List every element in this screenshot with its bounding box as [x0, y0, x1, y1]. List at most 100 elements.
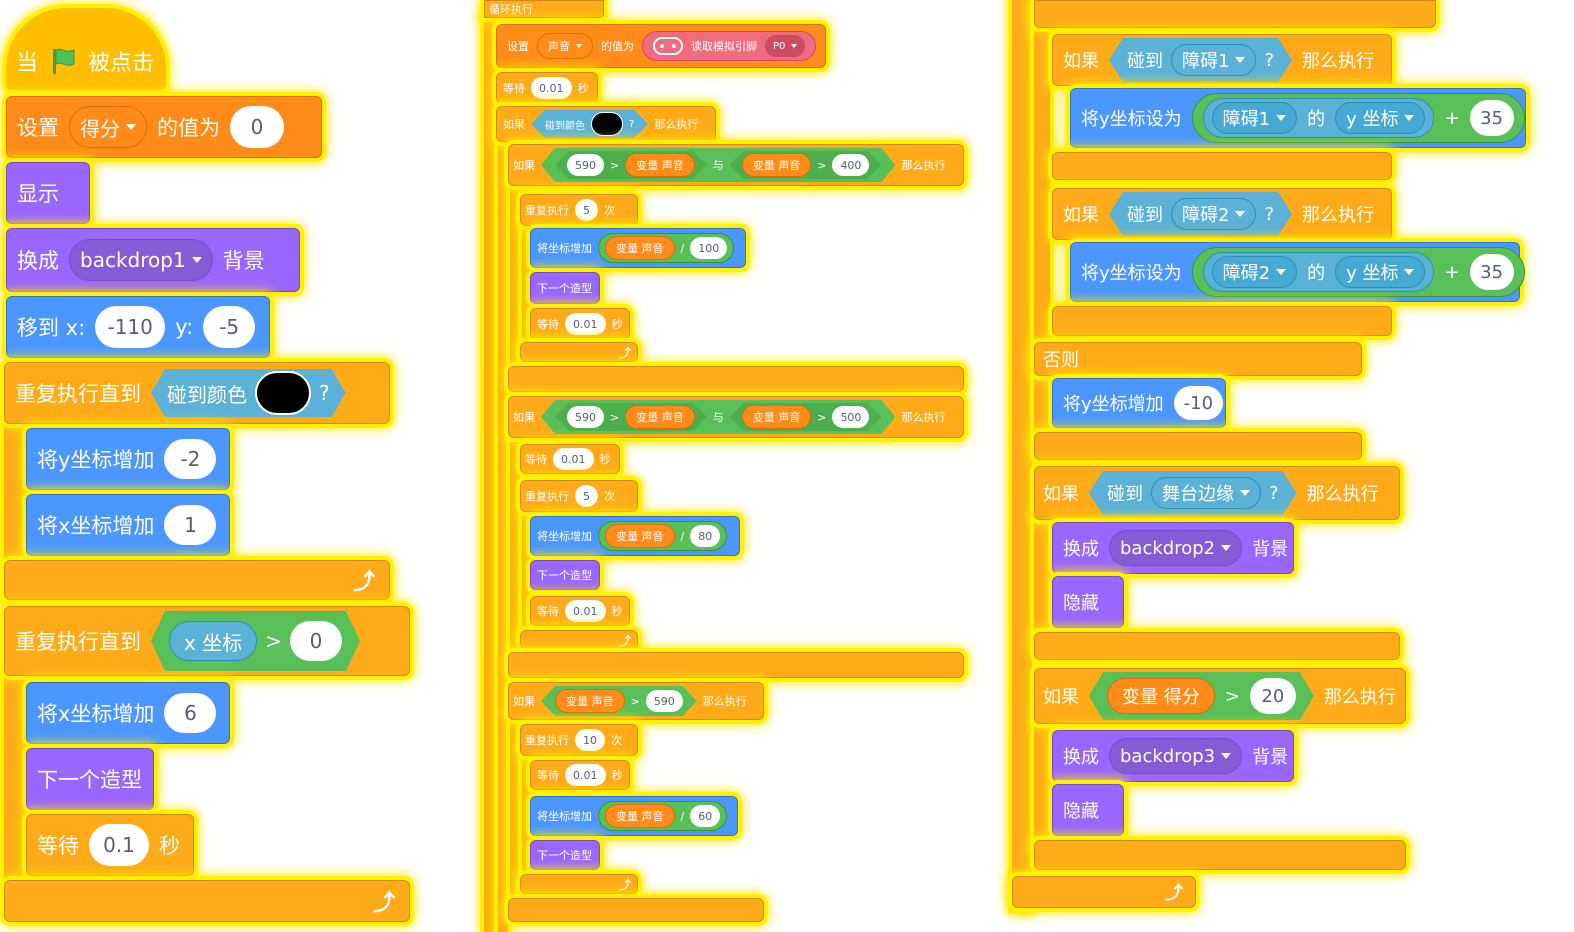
- divisor-input[interactable]: 80: [690, 525, 721, 547]
- touching-color-condition[interactable]: 碰到颜色 ?: [151, 369, 346, 417]
- if-score-block[interactable]: 如果 变量 得分 > 20 那么执行: [1034, 668, 1406, 724]
- set-variable-block[interactable]: 设置 得分 的值为 0: [6, 96, 322, 158]
- backdrop-dropdown[interactable]: backdrop3: [1109, 738, 1243, 774]
- go-to-xy-block[interactable]: 移到 x: -110 y: -5: [6, 296, 270, 358]
- change-coordinate-block-3[interactable]: 将坐标增加 变量 声音 / 60: [530, 796, 738, 836]
- color-swatch[interactable]: [591, 112, 623, 136]
- goto-x-input[interactable]: -110: [95, 306, 166, 348]
- greater-than-operator[interactable]: x 坐标 > 0: [151, 611, 360, 671]
- goto-y-input[interactable]: -5: [203, 306, 256, 348]
- wait-input[interactable]: 0.01: [565, 600, 606, 622]
- repeat-count-input[interactable]: 5: [575, 199, 598, 221]
- next-costume-block-1[interactable]: 下一个造型: [530, 272, 600, 304]
- wait-block-3[interactable]: 等待 0.01 秒: [520, 444, 620, 474]
- divisor-input[interactable]: 60: [690, 805, 721, 827]
- object-dropdown[interactable]: 障碍2: [1171, 198, 1256, 230]
- compare-input-a[interactable]: 590: [567, 406, 604, 428]
- of-sensing-reporter[interactable]: 障碍1 的 y 坐标: [1202, 98, 1435, 138]
- sound-variable-reporter[interactable]: 变量 声音: [555, 689, 625, 713]
- add-value-input[interactable]: 35: [1469, 254, 1514, 290]
- touching-object-condition[interactable]: 碰到 障碍2 ?: [1109, 192, 1292, 236]
- wait-input[interactable]: 0.01: [553, 448, 594, 470]
- wait-input[interactable]: 0.01: [565, 764, 606, 786]
- if-touching-obstacle2-block[interactable]: 如果 碰到 障碍2 ? 那么执行: [1052, 188, 1392, 240]
- switch-backdrop-block-2[interactable]: 换成 backdrop2 背景: [1052, 522, 1294, 574]
- repeat-until-x-block[interactable]: 重复执行直到 x 坐标 > 0: [4, 606, 410, 676]
- change-y-block[interactable]: 将y坐标增加 -2: [26, 428, 230, 490]
- change-y-input[interactable]: -2: [164, 439, 217, 479]
- repeat-until-color-block[interactable]: 重复执行直到 碰到颜色 ?: [4, 362, 390, 424]
- add-operator[interactable]: 障碍2 的 y 坐标 + 35: [1191, 247, 1525, 297]
- switch-backdrop-block[interactable]: 换成 backdrop1 背景: [6, 228, 300, 292]
- wait-input[interactable]: 0.01: [531, 77, 572, 99]
- set-y-block-1[interactable]: 将y坐标设为 障碍1 的 y 坐标 + 35: [1070, 88, 1526, 148]
- color-swatch[interactable]: [255, 371, 311, 415]
- wait-block-2[interactable]: 等待 0.01 秒: [530, 308, 630, 340]
- if-touching-edge-block[interactable]: 如果 碰到 舞台边缘 ? 那么执行: [1034, 466, 1400, 520]
- hide-block-1[interactable]: 隐藏: [1052, 576, 1124, 628]
- read-analog-pin-reporter[interactable]: 读取模拟引脚 P0: [642, 31, 817, 61]
- object-dropdown[interactable]: 舞台边缘: [1151, 477, 1261, 509]
- object-dropdown[interactable]: 障碍2: [1211, 256, 1298, 288]
- change-x-input[interactable]: 1: [164, 505, 217, 545]
- if-touching-obstacle1-block[interactable]: 如果 碰到 障碍1 ? 那么执行: [1052, 34, 1392, 86]
- sound-variable-reporter[interactable]: 变量 声音: [742, 405, 812, 429]
- of-sensing-reporter[interactable]: 障碍2 的 y 坐标: [1202, 252, 1435, 292]
- repeat-count-input[interactable]: 5: [575, 485, 598, 507]
- divide-operator[interactable]: 变量 声音 / 60: [598, 801, 728, 831]
- property-dropdown[interactable]: y 坐标: [1335, 256, 1426, 288]
- greater-than-operator[interactable]: 变量 声音 > 500: [730, 403, 882, 431]
- variable-dropdown[interactable]: 得分: [69, 106, 147, 148]
- compare-input[interactable]: 20: [1250, 678, 1296, 714]
- repeat-block-1[interactable]: 重复执行 5 次: [520, 194, 638, 226]
- sound-variable-reporter[interactable]: 变量 声音: [625, 405, 695, 429]
- wait-input[interactable]: 0.1: [89, 824, 149, 866]
- greater-than-operator[interactable]: 变量 得分 > 20: [1089, 672, 1314, 720]
- next-costume-block-3[interactable]: 下一个造型: [530, 840, 600, 870]
- variable-dropdown[interactable]: 声音: [537, 33, 593, 59]
- and-operator[interactable]: 590 > 变量 声音 与 变量 声音 > 500: [541, 400, 895, 434]
- compare-input[interactable]: 590: [646, 690, 683, 712]
- wait-block-4[interactable]: 等待 0.01 秒: [530, 596, 630, 626]
- forever-block[interactable]: 循环执行: [484, 0, 604, 18]
- greater-than-operator[interactable]: 变量 声音 > 590: [541, 686, 697, 716]
- change-y-block[interactable]: 将y坐标增加 -10: [1052, 378, 1226, 428]
- x-position-reporter[interactable]: x 坐标: [169, 621, 257, 661]
- wait-block-5[interactable]: 等待 0.01 秒: [530, 760, 630, 790]
- sound-variable-reporter[interactable]: 变量 声音: [605, 236, 675, 260]
- change-x-input[interactable]: 6: [164, 693, 217, 733]
- pin-dropdown[interactable]: P0: [765, 35, 806, 57]
- set-sound-variable-block[interactable]: 设置 声音 的值为 读取模拟引脚 P0: [496, 24, 826, 68]
- divide-operator[interactable]: 变量 声音 / 100: [598, 233, 735, 263]
- and-operator[interactable]: 590 > 变量 声音 与 变量 声音 > 400: [541, 148, 895, 182]
- repeat-count-input[interactable]: 10: [575, 729, 605, 751]
- if-touching-color-block[interactable]: 如果 碰到颜色 ? 那么执行: [496, 106, 716, 142]
- change-coordinate-block-1[interactable]: 将坐标增加 变量 声音 / 100: [530, 228, 746, 268]
- change-coordinate-block-2[interactable]: 将坐标增加 变量 声音 / 80: [530, 516, 740, 556]
- sound-variable-reporter[interactable]: 变量 声音: [742, 153, 812, 177]
- show-block[interactable]: 显示: [6, 162, 90, 224]
- divisor-input[interactable]: 100: [690, 237, 728, 259]
- wait-block[interactable]: 等待 0.1 秒: [26, 814, 194, 876]
- change-x-block[interactable]: 将x坐标增加 1: [26, 494, 230, 556]
- change-x-block-2[interactable]: 将x坐标增加 6: [26, 682, 230, 744]
- repeat-block-2[interactable]: 重复执行 5 次: [520, 480, 638, 512]
- score-variable-reporter[interactable]: 变量 得分: [1107, 678, 1215, 714]
- sound-variable-reporter[interactable]: 变量 声音: [625, 153, 695, 177]
- compare-value-input[interactable]: 0: [290, 621, 342, 661]
- touching-object-condition[interactable]: 碰到 舞台边缘 ?: [1089, 471, 1297, 515]
- next-costume-block-2[interactable]: 下一个造型: [530, 560, 600, 590]
- compare-input-b[interactable]: 500: [832, 406, 869, 428]
- wait-input[interactable]: 0.01: [565, 313, 606, 335]
- switch-backdrop-block-3[interactable]: 换成 backdrop3 背景: [1052, 730, 1294, 782]
- add-value-input[interactable]: 35: [1469, 100, 1514, 136]
- compare-input-b[interactable]: 400: [832, 154, 869, 176]
- property-dropdown[interactable]: y 坐标: [1335, 102, 1426, 134]
- next-costume-block[interactable]: 下一个造型: [26, 748, 154, 810]
- set-value-input[interactable]: 0: [230, 106, 284, 148]
- if-range-block-1[interactable]: 如果 590 > 变量 声音 与 变量 声音 > 400 那么执行: [508, 144, 964, 186]
- backdrop-dropdown[interactable]: backdrop1: [69, 239, 213, 281]
- if-loud-block[interactable]: 如果 变量 声音 > 590 那么执行: [508, 682, 764, 720]
- touching-color-condition[interactable]: 碰到颜色 ?: [531, 110, 648, 138]
- sound-variable-reporter[interactable]: 变量 声音: [605, 804, 675, 828]
